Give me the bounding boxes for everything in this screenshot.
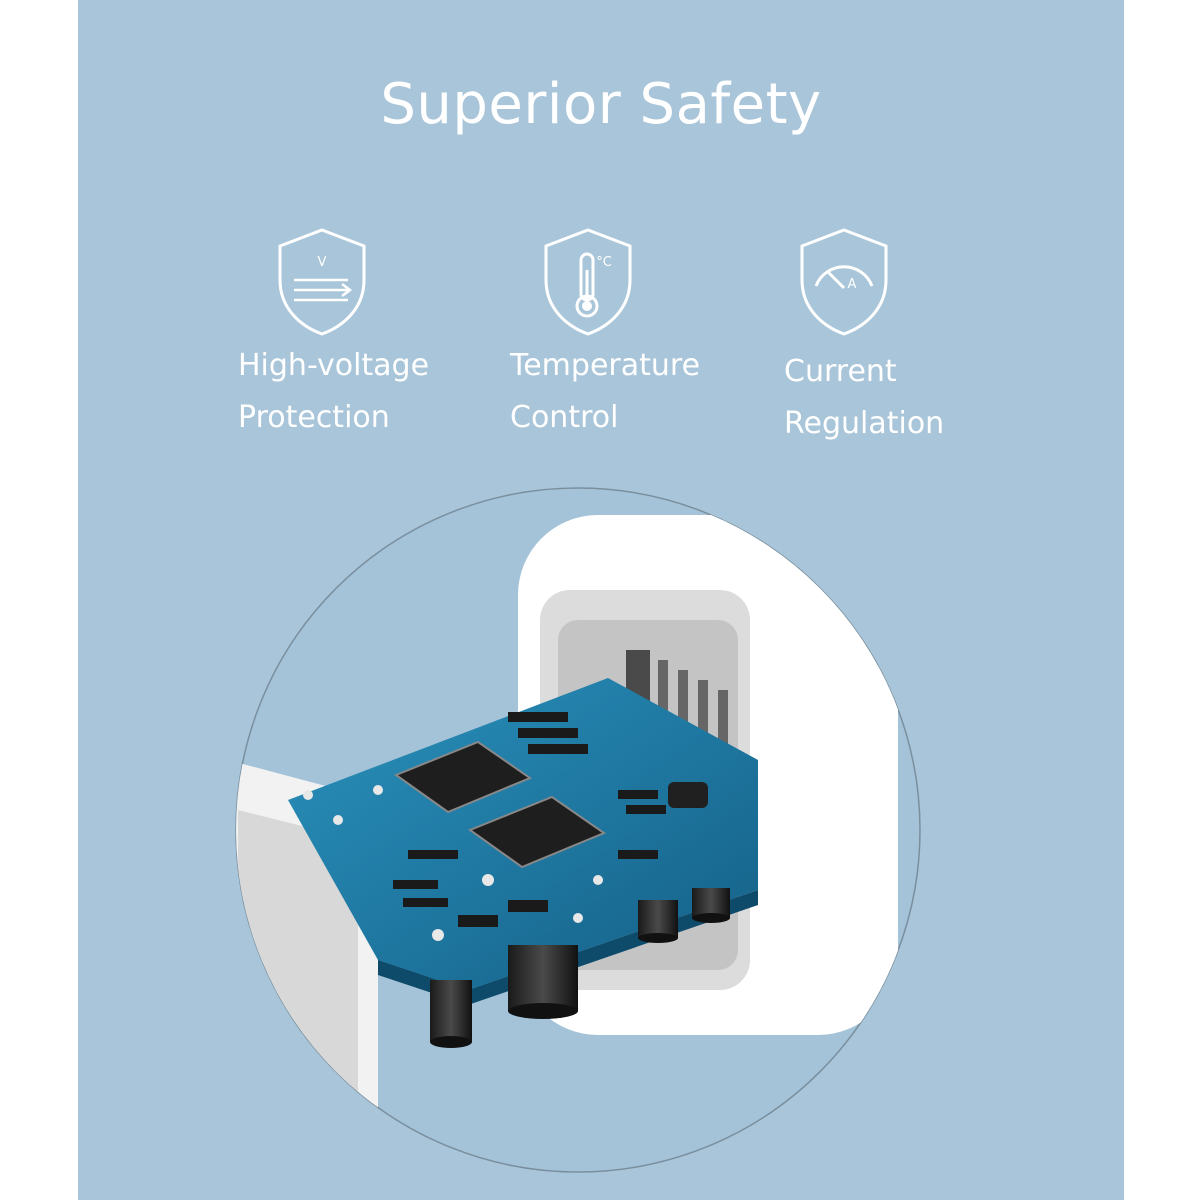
- page-title: Superior Safety: [380, 72, 822, 137]
- feature-label-line1: Temperature: [510, 348, 701, 383]
- product-panel: Superior Safety V High-voltage Protectio…: [78, 0, 1124, 1200]
- gauge-shield-icon: A: [800, 228, 888, 336]
- charger-circuit-board-illustration: [235, 487, 921, 1173]
- feature-label-line2: Regulation: [784, 406, 945, 441]
- voltage-letter: V: [318, 255, 327, 270]
- feature-label-line2: Protection: [238, 400, 390, 435]
- feature-temperature: °C Temperature Control: [510, 226, 700, 444]
- voltage-shield-icon: V: [278, 228, 366, 336]
- thermometer-shield-icon: °C: [544, 228, 632, 336]
- feature-label-line2: Control: [510, 400, 619, 435]
- celsius-label: °C: [596, 255, 612, 270]
- feature-current: A Current Regulation: [784, 226, 944, 450]
- feature-label-line1: High-voltage: [238, 348, 430, 383]
- ampere-letter: A: [848, 277, 857, 292]
- feature-high-voltage: V High-voltage Protection: [238, 226, 429, 444]
- feature-label-line1: Current: [784, 354, 897, 389]
